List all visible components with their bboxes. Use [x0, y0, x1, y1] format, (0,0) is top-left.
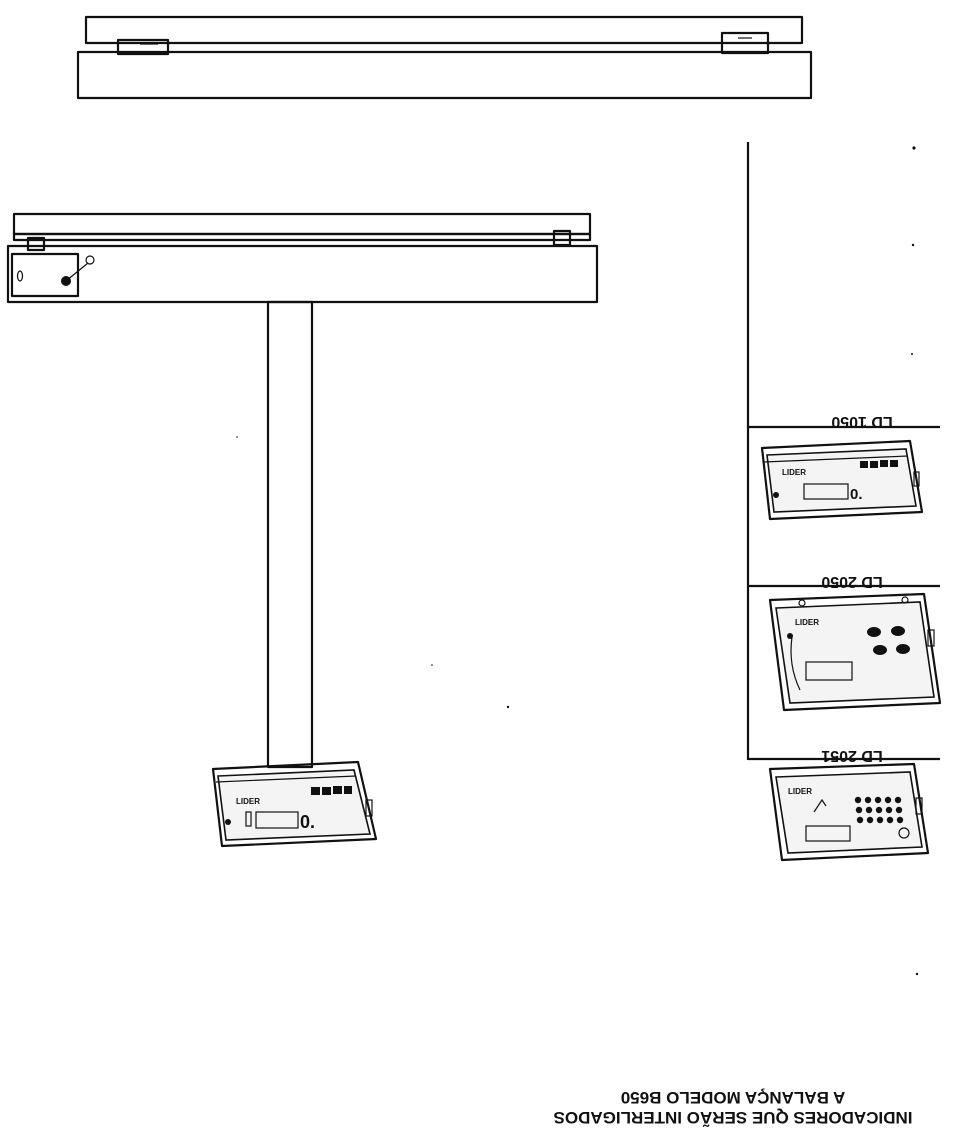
label-ld2051: LD 2051 — [821, 747, 882, 764]
caption-line1: A BALANÇA MODELO B650 — [621, 1088, 845, 1107]
ld1050-brand: LIDER — [782, 468, 806, 477]
ld2051-brand: LIDER — [788, 787, 812, 796]
indicator-reading: 0. — [300, 812, 315, 832]
platform-scale-icon — [76, 15, 813, 100]
ld1050-indicator: LIDER 0. — [760, 439, 924, 521]
label-ld2050: LD 2050 — [821, 573, 882, 590]
column-indicator: LIDER 0. — [211, 760, 378, 848]
ld2051-indicator: LIDER — [768, 762, 930, 862]
ld1050-reading: 0. — [850, 486, 863, 503]
ld2050-indicator: LIDER — [768, 592, 942, 712]
indicator-panel: LD 1050 LIDER 0. LD 2050 LIDER — [746, 142, 942, 862]
ld2050-brand: LIDER — [795, 618, 819, 627]
ld2051-keypad — [854, 796, 904, 824]
scan-specks — [236, 146, 919, 976]
indicator-brand: LIDER — [236, 797, 260, 806]
caption-line2: INDICADORES QUE SERÃO INTERLIGADOS — [554, 1108, 913, 1128]
label-ld1050: LD 1050 — [831, 413, 892, 430]
column-scale-icon — [6, 212, 599, 769]
caption: A BALANÇA MODELO B650 INDICADORES QUE SE… — [554, 1088, 913, 1128]
